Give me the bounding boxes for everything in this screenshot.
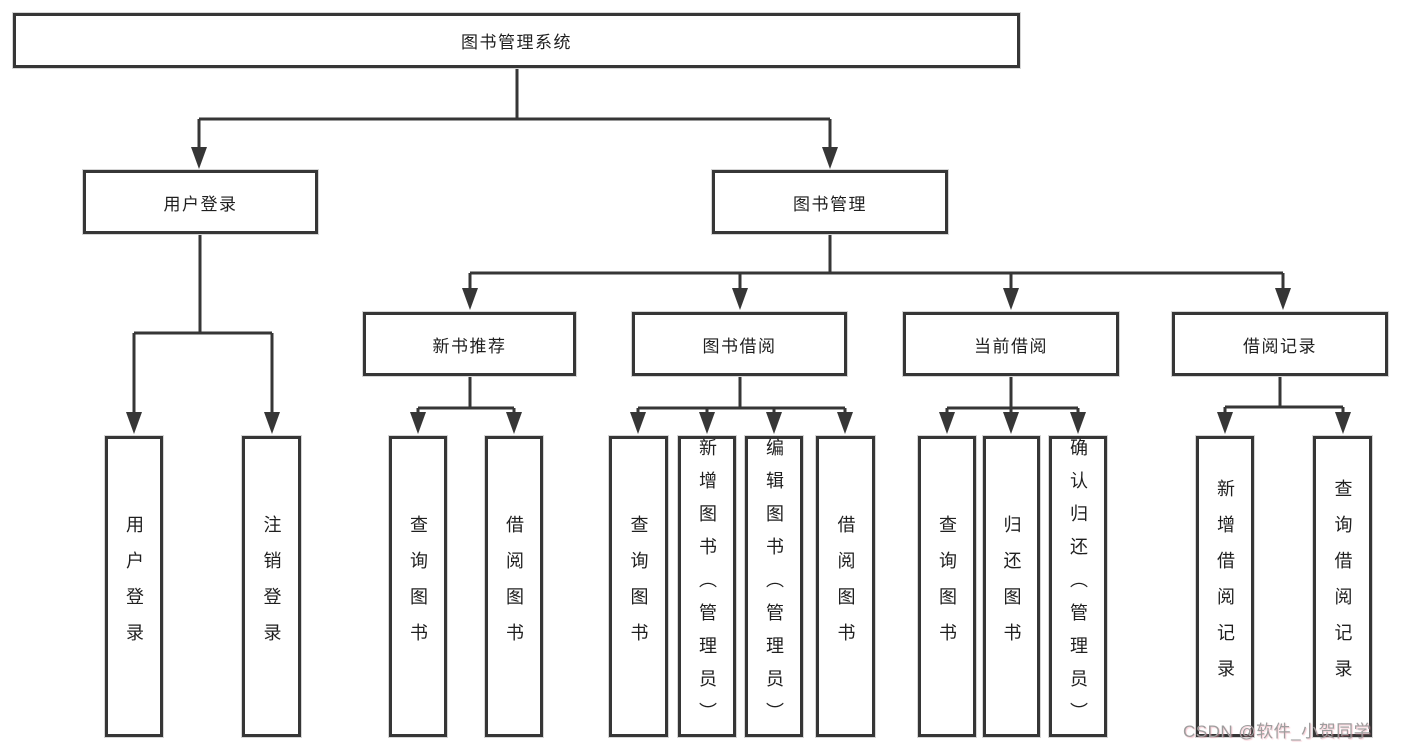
node-book-borrowing: 图书借阅 bbox=[632, 312, 847, 376]
node-current-borrowing: 当前借阅 bbox=[903, 312, 1119, 376]
node-book-borrowing-label: 图书借阅 bbox=[702, 336, 777, 356]
node-user-login: 用户登录 bbox=[83, 170, 318, 234]
node-book-management: 图书管理 bbox=[712, 170, 948, 234]
leaf-logout-label: 注销登录 bbox=[261, 514, 282, 659]
leaf-current-confirm-return-admin: 确认归还（管理员） bbox=[1049, 436, 1107, 737]
node-root-label: 图书管理系统 bbox=[461, 33, 572, 52]
node-new-book-recommend-label: 新书推荐 bbox=[432, 336, 507, 356]
leaf-user-login-label: 用户登录 bbox=[124, 514, 144, 659]
node-current-borrowing-label: 当前借阅 bbox=[974, 336, 1048, 356]
leaf-current-query-books: 查询图书 bbox=[918, 436, 976, 737]
leaf-recommend-query-books-label: 查询图书 bbox=[408, 514, 428, 659]
node-book-management-label: 图书管理 bbox=[793, 194, 867, 214]
leaf-borrowing-borrow-books: 借阅图书 bbox=[816, 436, 875, 737]
leaf-current-return-books-label: 归还图书 bbox=[1001, 514, 1022, 659]
leaf-records-query-record: 查询借阅记录 bbox=[1313, 436, 1372, 737]
csdn-watermark: CSDN @软件_小贺同学 bbox=[1183, 722, 1372, 741]
leaf-records-query-record-label: 查询借阅记录 bbox=[1332, 478, 1353, 695]
leaf-borrowing-borrow-books-label: 借阅图书 bbox=[835, 514, 856, 659]
leaf-user-login: 用户登录 bbox=[105, 436, 163, 737]
leaf-records-add-record: 新增借阅记录 bbox=[1196, 436, 1254, 737]
node-borrowing-records-label: 借阅记录 bbox=[1243, 336, 1317, 356]
leaf-borrowing-query-books: 查询图书 bbox=[609, 436, 668, 737]
leaf-current-return-books: 归还图书 bbox=[983, 436, 1040, 737]
node-root-system: 图书管理系统 bbox=[13, 13, 1020, 68]
leaf-logout: 注销登录 bbox=[242, 436, 301, 737]
leaf-recommend-borrow-books: 借阅图书 bbox=[485, 436, 543, 737]
leaf-borrowing-edit-books-admin-label: 编辑图书（管理员） bbox=[764, 438, 784, 735]
leaf-borrowing-edit-books-admin: 编辑图书（管理员） bbox=[745, 436, 803, 737]
leaf-borrowing-add-books-admin: 新增图书（管理员） bbox=[678, 436, 736, 737]
node-new-book-recommend: 新书推荐 bbox=[363, 312, 576, 376]
leaf-records-add-record-label: 新增借阅记录 bbox=[1215, 478, 1235, 695]
node-user-login-label: 用户登录 bbox=[163, 194, 238, 214]
leaf-borrowing-add-books-admin-label: 新增图书（管理员） bbox=[697, 438, 717, 735]
leaf-current-confirm-return-admin-label: 确认归还（管理员） bbox=[1068, 438, 1088, 735]
leaf-recommend-query-books: 查询图书 bbox=[389, 436, 447, 737]
leaf-current-query-books-label: 查询图书 bbox=[937, 514, 957, 659]
leaf-recommend-borrow-books-label: 借阅图书 bbox=[504, 514, 524, 659]
node-borrowing-records: 借阅记录 bbox=[1172, 312, 1388, 376]
leaf-borrowing-query-books-label: 查询图书 bbox=[628, 514, 649, 659]
